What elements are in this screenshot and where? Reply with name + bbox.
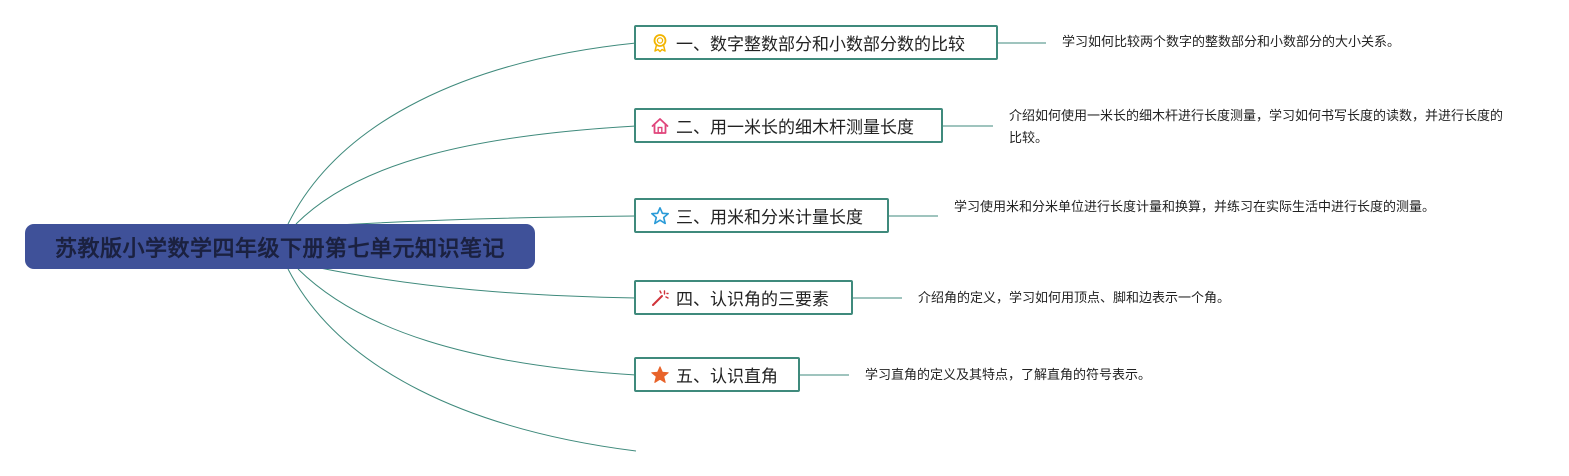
- branch-topic-2[interactable]: 二、用一米长的细木杆测量长度: [634, 108, 943, 143]
- branch-description-4: 介绍角的定义，学习如何用顶点、脚和边表示一个角。: [918, 291, 1231, 306]
- connector-branch-6: [287, 268, 637, 452]
- house-icon: [650, 116, 670, 136]
- magic-wand-icon: [650, 288, 670, 308]
- root-title: 苏教版小学数学四年级下册第七单元知识笔记: [54, 236, 505, 262]
- connector-branch-3: [319, 215, 637, 227]
- award-ribbon-icon: [650, 33, 670, 53]
- connector-branch-1: [287, 42, 637, 225]
- branch-label-4: 四、认识角的三要素: [676, 290, 829, 310]
- connector-branch-4: [319, 267, 637, 299]
- branch-topic-5[interactable]: 五、认识直角: [634, 357, 800, 392]
- star-outline-icon: [650, 206, 670, 226]
- branch-topic-4[interactable]: 四、认识角的三要素: [634, 280, 853, 315]
- branch-label-1: 一、数字整数部分和小数部分数的比较: [676, 35, 965, 55]
- branch-label-3: 三、用米和分米计量长度: [676, 208, 863, 228]
- branch-label-5: 五、认识直角: [676, 367, 778, 387]
- branch-description-2: 介绍如何使用一米长的细木杆进行长度测量，学习如何书写长度的读数，并进行长度的比较…: [1009, 109, 1504, 146]
- connector-branch-2: [295, 125, 637, 225]
- root-topic[interactable]: 苏教版小学数学四年级下册第七单元知识笔记: [25, 224, 535, 269]
- branch-description-5: 学习直角的定义及其特点，了解直角的符号表示。: [865, 368, 1152, 383]
- branch-description-1: 学习如何比较两个数字的整数部分和小数部分的大小关系。: [1062, 35, 1401, 50]
- branch-topic-3[interactable]: 三、用米和分米计量长度: [634, 198, 889, 233]
- connector-branch-5: [297, 268, 637, 376]
- star-filled-icon: [650, 365, 670, 385]
- branch-label-2: 二、用一米长的细木杆测量长度: [676, 118, 914, 138]
- branch-topic-1[interactable]: 一、数字整数部分和小数部分数的比较: [634, 25, 998, 60]
- branch-description-3: 学习使用米和分米单位进行长度计量和换算，并练习在实际生活中进行长度的测量。: [954, 200, 1436, 215]
